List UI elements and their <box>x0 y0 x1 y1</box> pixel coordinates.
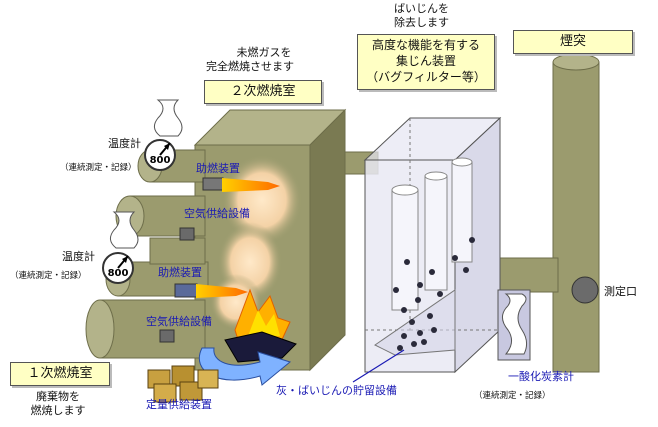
thermometer-upper-reading: 800 <box>149 155 171 166</box>
recorder-paper-icon <box>110 211 139 249</box>
thermometer-upper-label: 温度計 <box>108 137 141 150</box>
thermometer-lower-note: （連続測定・記録） <box>10 271 87 281</box>
secondary-caption-2: 完全燃焼させます <box>206 60 294 73</box>
burner-upper-label: 助燃装置 <box>196 162 240 175</box>
secondary-chamber-label: ２次燃焼室 <box>204 80 322 104</box>
collector-box-line-2: 集じん装置 <box>395 54 456 68</box>
burner-lower-label: 助燃装置 <box>158 266 202 279</box>
thermometer-lower-label: 温度計 <box>62 250 95 263</box>
co-meter-label: 一酸化炭素計 <box>508 370 574 383</box>
secondary-caption-1: 未燃ガスを <box>236 46 292 59</box>
flow-arrow-icon <box>198 347 292 386</box>
chimney <box>499 53 600 373</box>
feeder-blocks <box>147 365 219 403</box>
primary-caption-2: 燃焼します <box>30 404 86 417</box>
collector-box-line-1: 高度な機能を有する <box>371 38 480 52</box>
collector-caption-2: 除去します <box>394 16 449 29</box>
thermometer-lower-reading: 800 <box>107 268 129 279</box>
collector-box-line-3: （バグフィルター等） <box>366 70 486 84</box>
ash-storage-label: 灰・ばいじんの貯留設備 <box>276 384 397 397</box>
primary-caption-1: 廃棄物を <box>36 390 80 403</box>
dust-collector <box>363 116 502 374</box>
chimney-label: 煙突 <box>513 30 633 54</box>
collector-label-box: 高度な機能を有する 集じん装置 （バグフィルター等） <box>357 34 495 90</box>
collector-caption-1: ばいじんを <box>394 2 449 15</box>
co-meter-note: （連続測定・記録） <box>474 391 551 401</box>
combustion-gas <box>222 155 302 245</box>
recorder-paper-icon <box>154 99 183 137</box>
feeder-label: 定量供給装置 <box>146 398 212 411</box>
air-supply-upper-label: 空気供給設備 <box>184 207 250 220</box>
waste-pile <box>224 331 297 363</box>
ash-storage-pointer <box>352 349 405 383</box>
thermometer-gauge-upper <box>144 139 176 171</box>
co-meter <box>497 289 531 361</box>
measurement-port-icon <box>571 276 599 304</box>
air-supply-lower-label: 空気供給設備 <box>146 315 212 328</box>
thermometer-upper-note: （連続測定・記録） <box>60 163 137 173</box>
thermometer-gauge-lower <box>102 252 134 284</box>
burner-flame-upper <box>202 177 280 192</box>
air-port <box>179 227 195 241</box>
measurement-port-label: 測定口 <box>604 285 637 298</box>
primary-chamber-label: １次燃焼室 <box>10 362 110 386</box>
burner-flame-lower <box>174 283 248 298</box>
